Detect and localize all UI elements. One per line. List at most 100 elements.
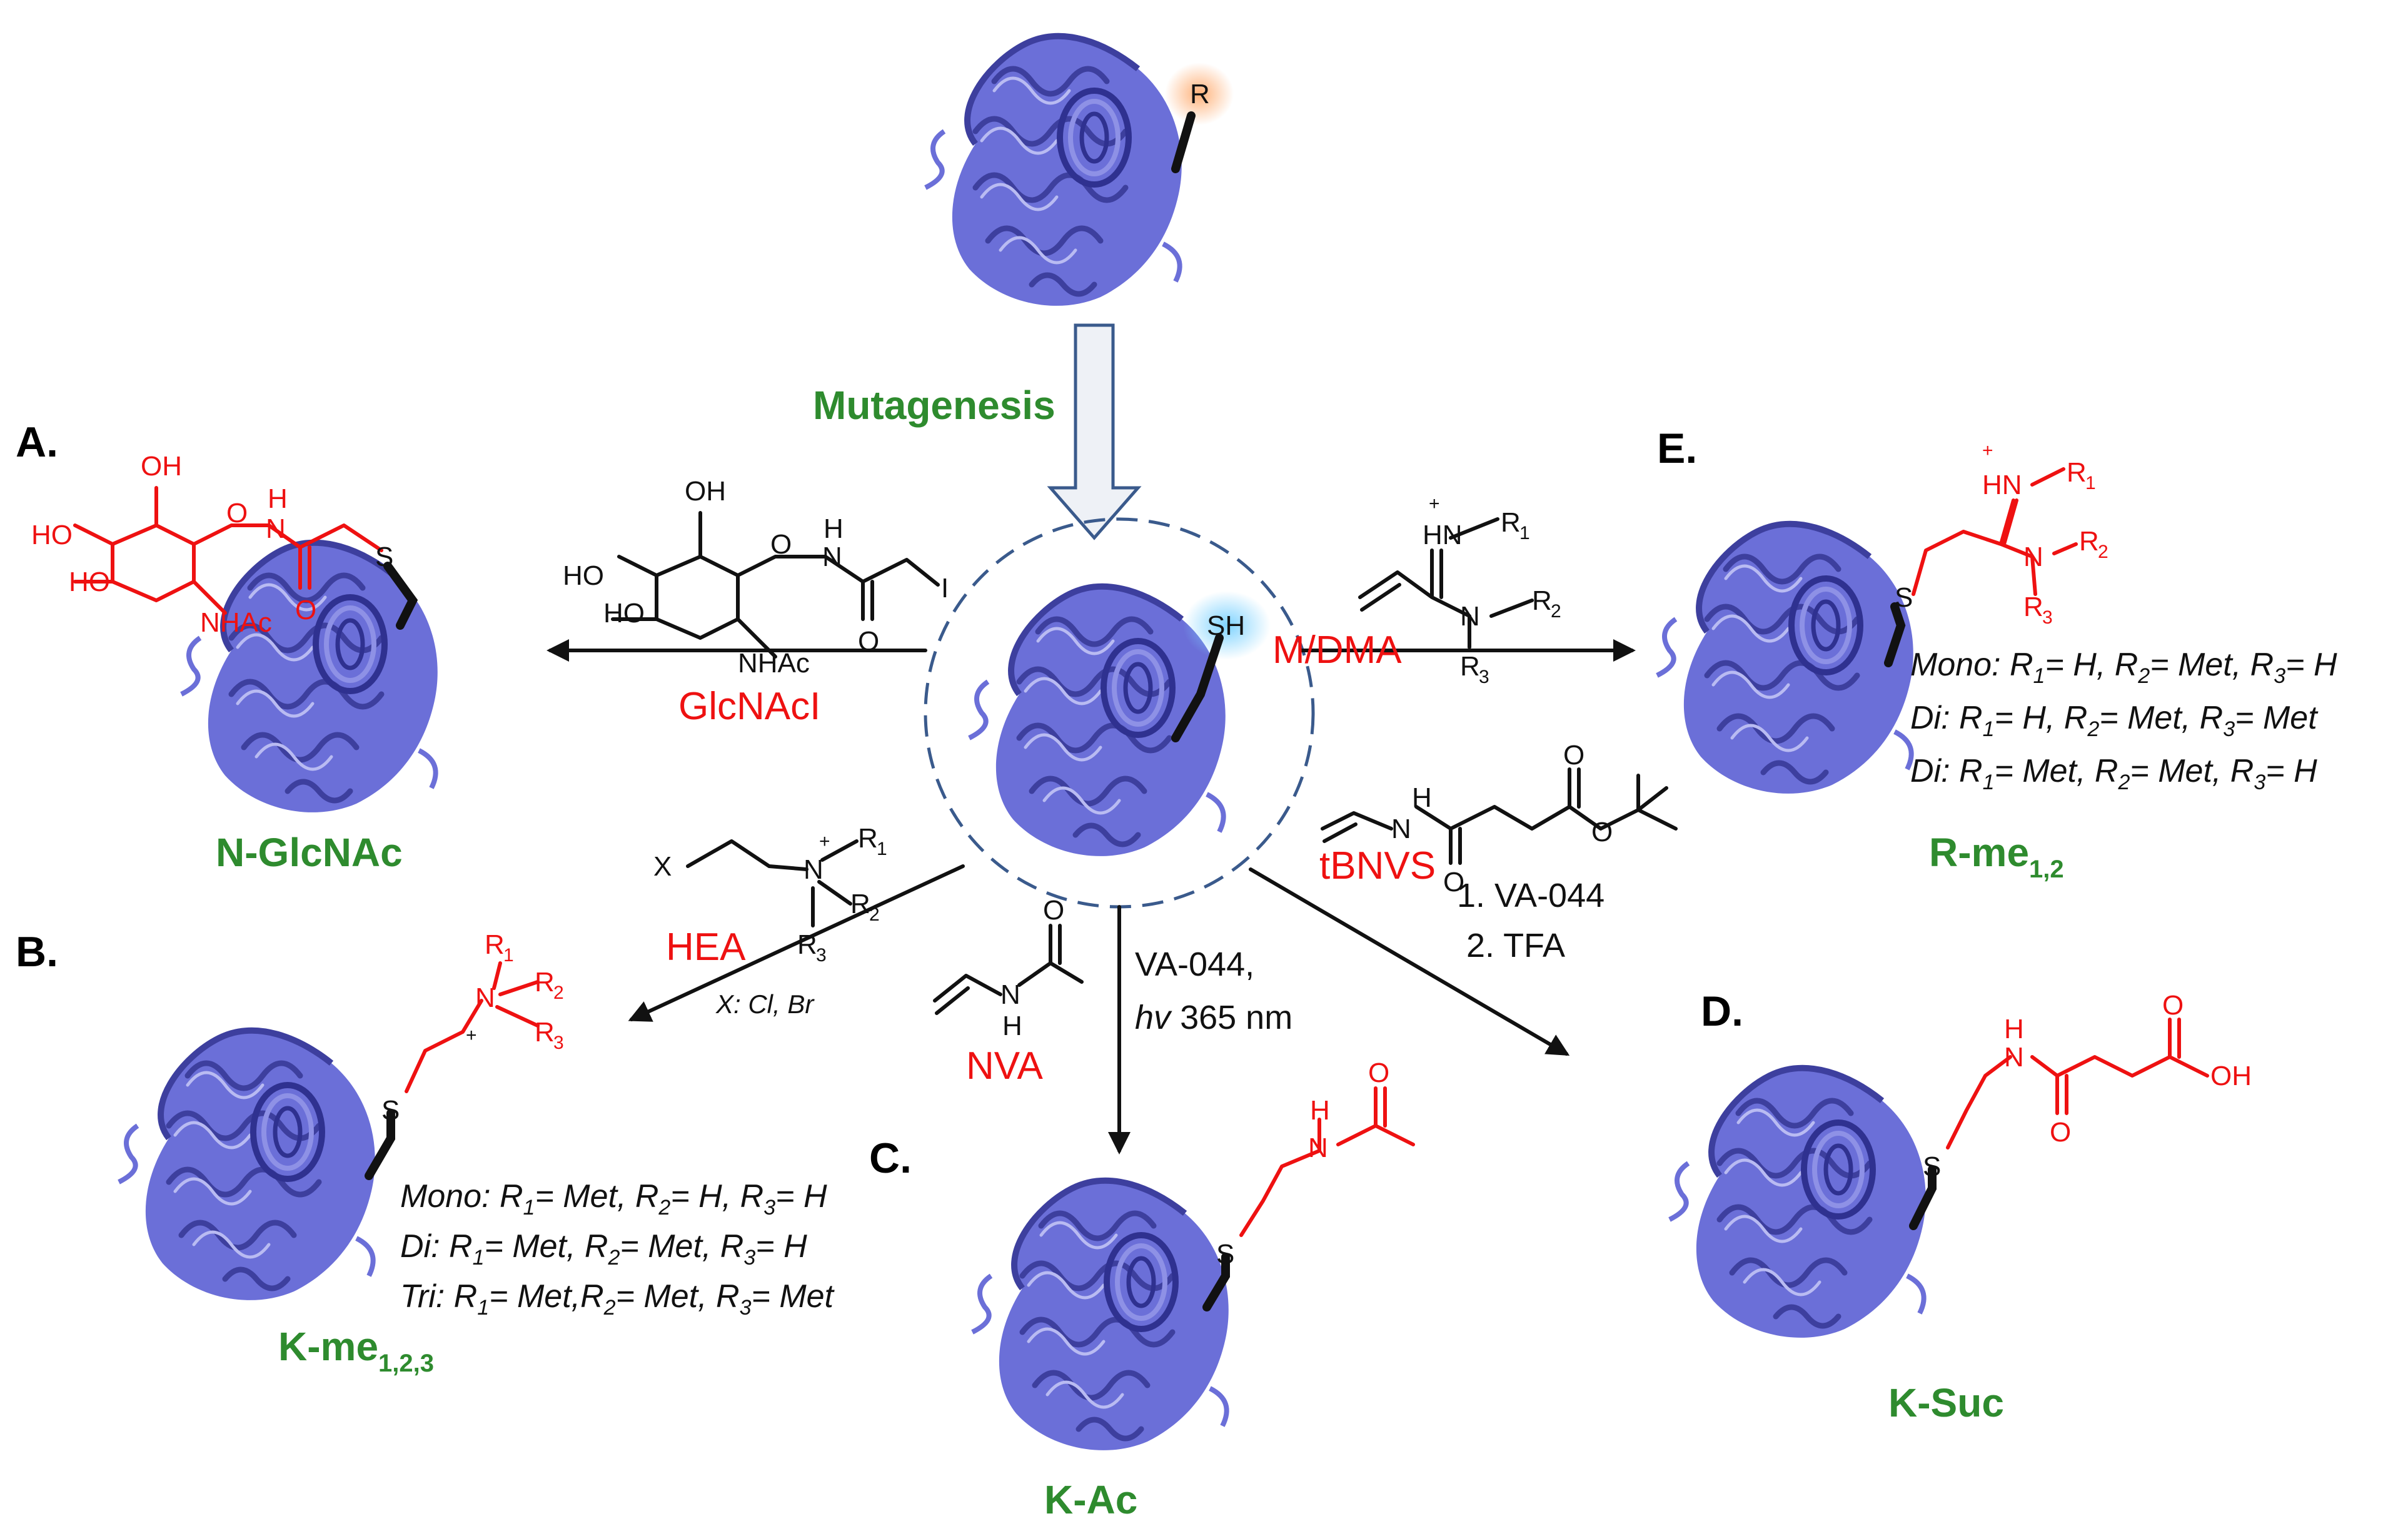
product-c-atom-s: S xyxy=(1216,1239,1234,1270)
reagent-b-n: N xyxy=(804,854,824,885)
reagent-a-atom-nhac: NHAc xyxy=(738,648,810,679)
reagent-b-plus: + xyxy=(819,831,830,852)
product-b-plus: + xyxy=(466,1025,477,1046)
reagent-a-atom-h: H xyxy=(824,513,844,544)
b-conditions: X: Cl, Br xyxy=(715,989,815,1019)
product-e-name: R-me1,2 xyxy=(1929,830,2064,883)
r-linker-bond xyxy=(1171,111,1196,173)
reagent-a-atom-ho-left: HO xyxy=(563,560,604,591)
product-e-plus: + xyxy=(1982,440,1993,461)
r-glow xyxy=(1165,63,1234,125)
mutagenesis-label: Mutagenesis xyxy=(813,383,1055,428)
reagent-e-r2-sub: 2 xyxy=(1551,601,1561,622)
arrow-to-B xyxy=(628,864,965,1022)
product-a-atom-nhac: NHAc xyxy=(200,607,272,638)
nva-reagent-structure: N H O xyxy=(933,895,1084,1041)
reagent-b-x: X xyxy=(653,851,672,882)
product-b-n: N xyxy=(475,983,495,1013)
glcnaci-reagent-structure: OH HO HO O N H NHAc O I xyxy=(563,476,949,679)
mutagenesis-arrow xyxy=(1047,323,1142,540)
reagent-d-h: H xyxy=(1412,782,1432,813)
panel-a-letter: A. xyxy=(16,418,58,466)
reagent-b-r2: R xyxy=(850,889,870,919)
product-d-oh: OH xyxy=(2210,1061,2252,1091)
reagent-e-name: M/DMA xyxy=(1272,629,1402,672)
c-conditions-line1: VA-044, xyxy=(1135,946,1254,983)
b-variant-di: Di: R1= Met, R2= Met, R3= H xyxy=(400,1228,807,1270)
product-e-n: N xyxy=(2023,542,2043,572)
reagent-b-r1: R xyxy=(858,823,878,854)
tbnvs-reagent-structure: H N O O O xyxy=(1321,740,1678,897)
top-r-group-label: R xyxy=(1190,79,1210,109)
product-b-r2: R xyxy=(535,967,555,998)
product-d-n: N xyxy=(2004,1042,2024,1073)
product-b-r1-sub: 1 xyxy=(503,945,514,966)
product-e-r2-sub: 2 xyxy=(2098,542,2108,562)
product-e-atom-s: S xyxy=(1895,582,1913,613)
product-b-r2-sub: 2 xyxy=(553,983,564,1003)
reagent-e-plus: + xyxy=(1429,493,1440,514)
product-d-h: H xyxy=(2004,1014,2024,1044)
product-b-r1: R xyxy=(485,929,505,960)
product-e: S + HN R 1 N R 2 R 3 xyxy=(1657,440,2108,794)
product-e-hn: HN xyxy=(1982,470,2022,500)
product-b-name: K-me1,2,3 xyxy=(278,1324,434,1377)
product-c: S H N O xyxy=(972,1058,1415,1450)
reagent-a-atom-ho-lower: HO xyxy=(603,598,645,629)
product-d-atom-s: S xyxy=(1923,1151,1941,1182)
product-d-o-amide: O xyxy=(2050,1117,2071,1148)
reagent-b-r3: R xyxy=(797,929,817,960)
reagent-a-atom-ring-o: O xyxy=(770,529,792,560)
product-c-n: N xyxy=(1308,1133,1328,1163)
product-d: S H N O O OH xyxy=(1670,990,2252,1338)
e-variant-mono: Mono: R1= H, R2= Met, R3= H xyxy=(1910,647,2337,688)
product-e-r3: R xyxy=(2023,592,2043,622)
center-sh-label: SH xyxy=(1207,610,1245,641)
reagent-a-atom-i: I xyxy=(941,573,949,604)
product-a-atom-s: S xyxy=(375,542,393,572)
panel-c-letter: C. xyxy=(869,1134,912,1182)
arrow-to-D xyxy=(1249,867,1570,1056)
center-protein: SH xyxy=(924,517,1315,909)
e-variants: Mono: R1= H, R2= Met, R3= H Di: R1= H, R… xyxy=(1910,647,2337,794)
product-e-r1: R xyxy=(2067,457,2087,488)
reagent-e-r2: R xyxy=(1532,585,1552,616)
d-conditions-step2: 2. TFA xyxy=(1466,927,1565,964)
product-c-h: H xyxy=(1310,1095,1330,1126)
panel-d-letter: D. xyxy=(1701,988,1743,1035)
product-b-r3: R xyxy=(535,1017,555,1048)
reagent-a-atom-n: N xyxy=(822,542,842,572)
product-b: S R 1 R 2 R 3 N + xyxy=(119,929,564,1300)
product-b-r3-sub: 3 xyxy=(553,1033,564,1053)
b-variant-tri: Tri: R1= Met,R2= Met, R3= Met xyxy=(400,1278,835,1320)
reagent-d-o-ester: O xyxy=(1563,740,1584,771)
product-a-name: N-GlcNAc xyxy=(216,830,403,875)
product-a-atom-n: N xyxy=(266,513,286,544)
product-a-atom-oh-top: OH xyxy=(141,451,182,482)
reagent-b-r3-sub: 3 xyxy=(816,945,827,966)
product-c-o: O xyxy=(1368,1058,1389,1088)
reagent-e-n: N xyxy=(1460,601,1480,632)
top-protein: R xyxy=(925,36,1234,306)
product-c-name: K-Ac xyxy=(1044,1477,1137,1522)
product-b-atom-s: S xyxy=(381,1095,400,1126)
product-a-atom-ho-left: HO xyxy=(31,520,73,550)
sh-linker-bond xyxy=(1171,634,1224,742)
reagent-b-name: HEA xyxy=(666,926,746,969)
product-a-atom-o: O xyxy=(295,595,316,625)
reagent-d-n: N xyxy=(1391,814,1411,844)
reagent-d-o-tbu: O xyxy=(1591,817,1613,847)
reagent-a-name: GlcNAcI xyxy=(678,685,820,728)
product-e-r3-sub: 3 xyxy=(2042,607,2053,628)
reagent-d-name: tBNVS xyxy=(1319,844,1436,887)
reagent-e-r3-sub: 3 xyxy=(1479,667,1489,687)
product-d-name: K-Suc xyxy=(1888,1380,2004,1425)
reagent-e-hn: HN xyxy=(1423,520,1463,550)
panel-b-letter: B. xyxy=(16,928,58,976)
reagent-d-o-amide: O xyxy=(1443,867,1464,897)
reagent-a-atom-oh-top: OH xyxy=(685,476,726,507)
reagent-e-r1: R xyxy=(1501,507,1521,538)
reagent-b-r1-sub: 1 xyxy=(877,839,887,859)
product-a-atom-ho-lower: HO xyxy=(69,567,110,597)
